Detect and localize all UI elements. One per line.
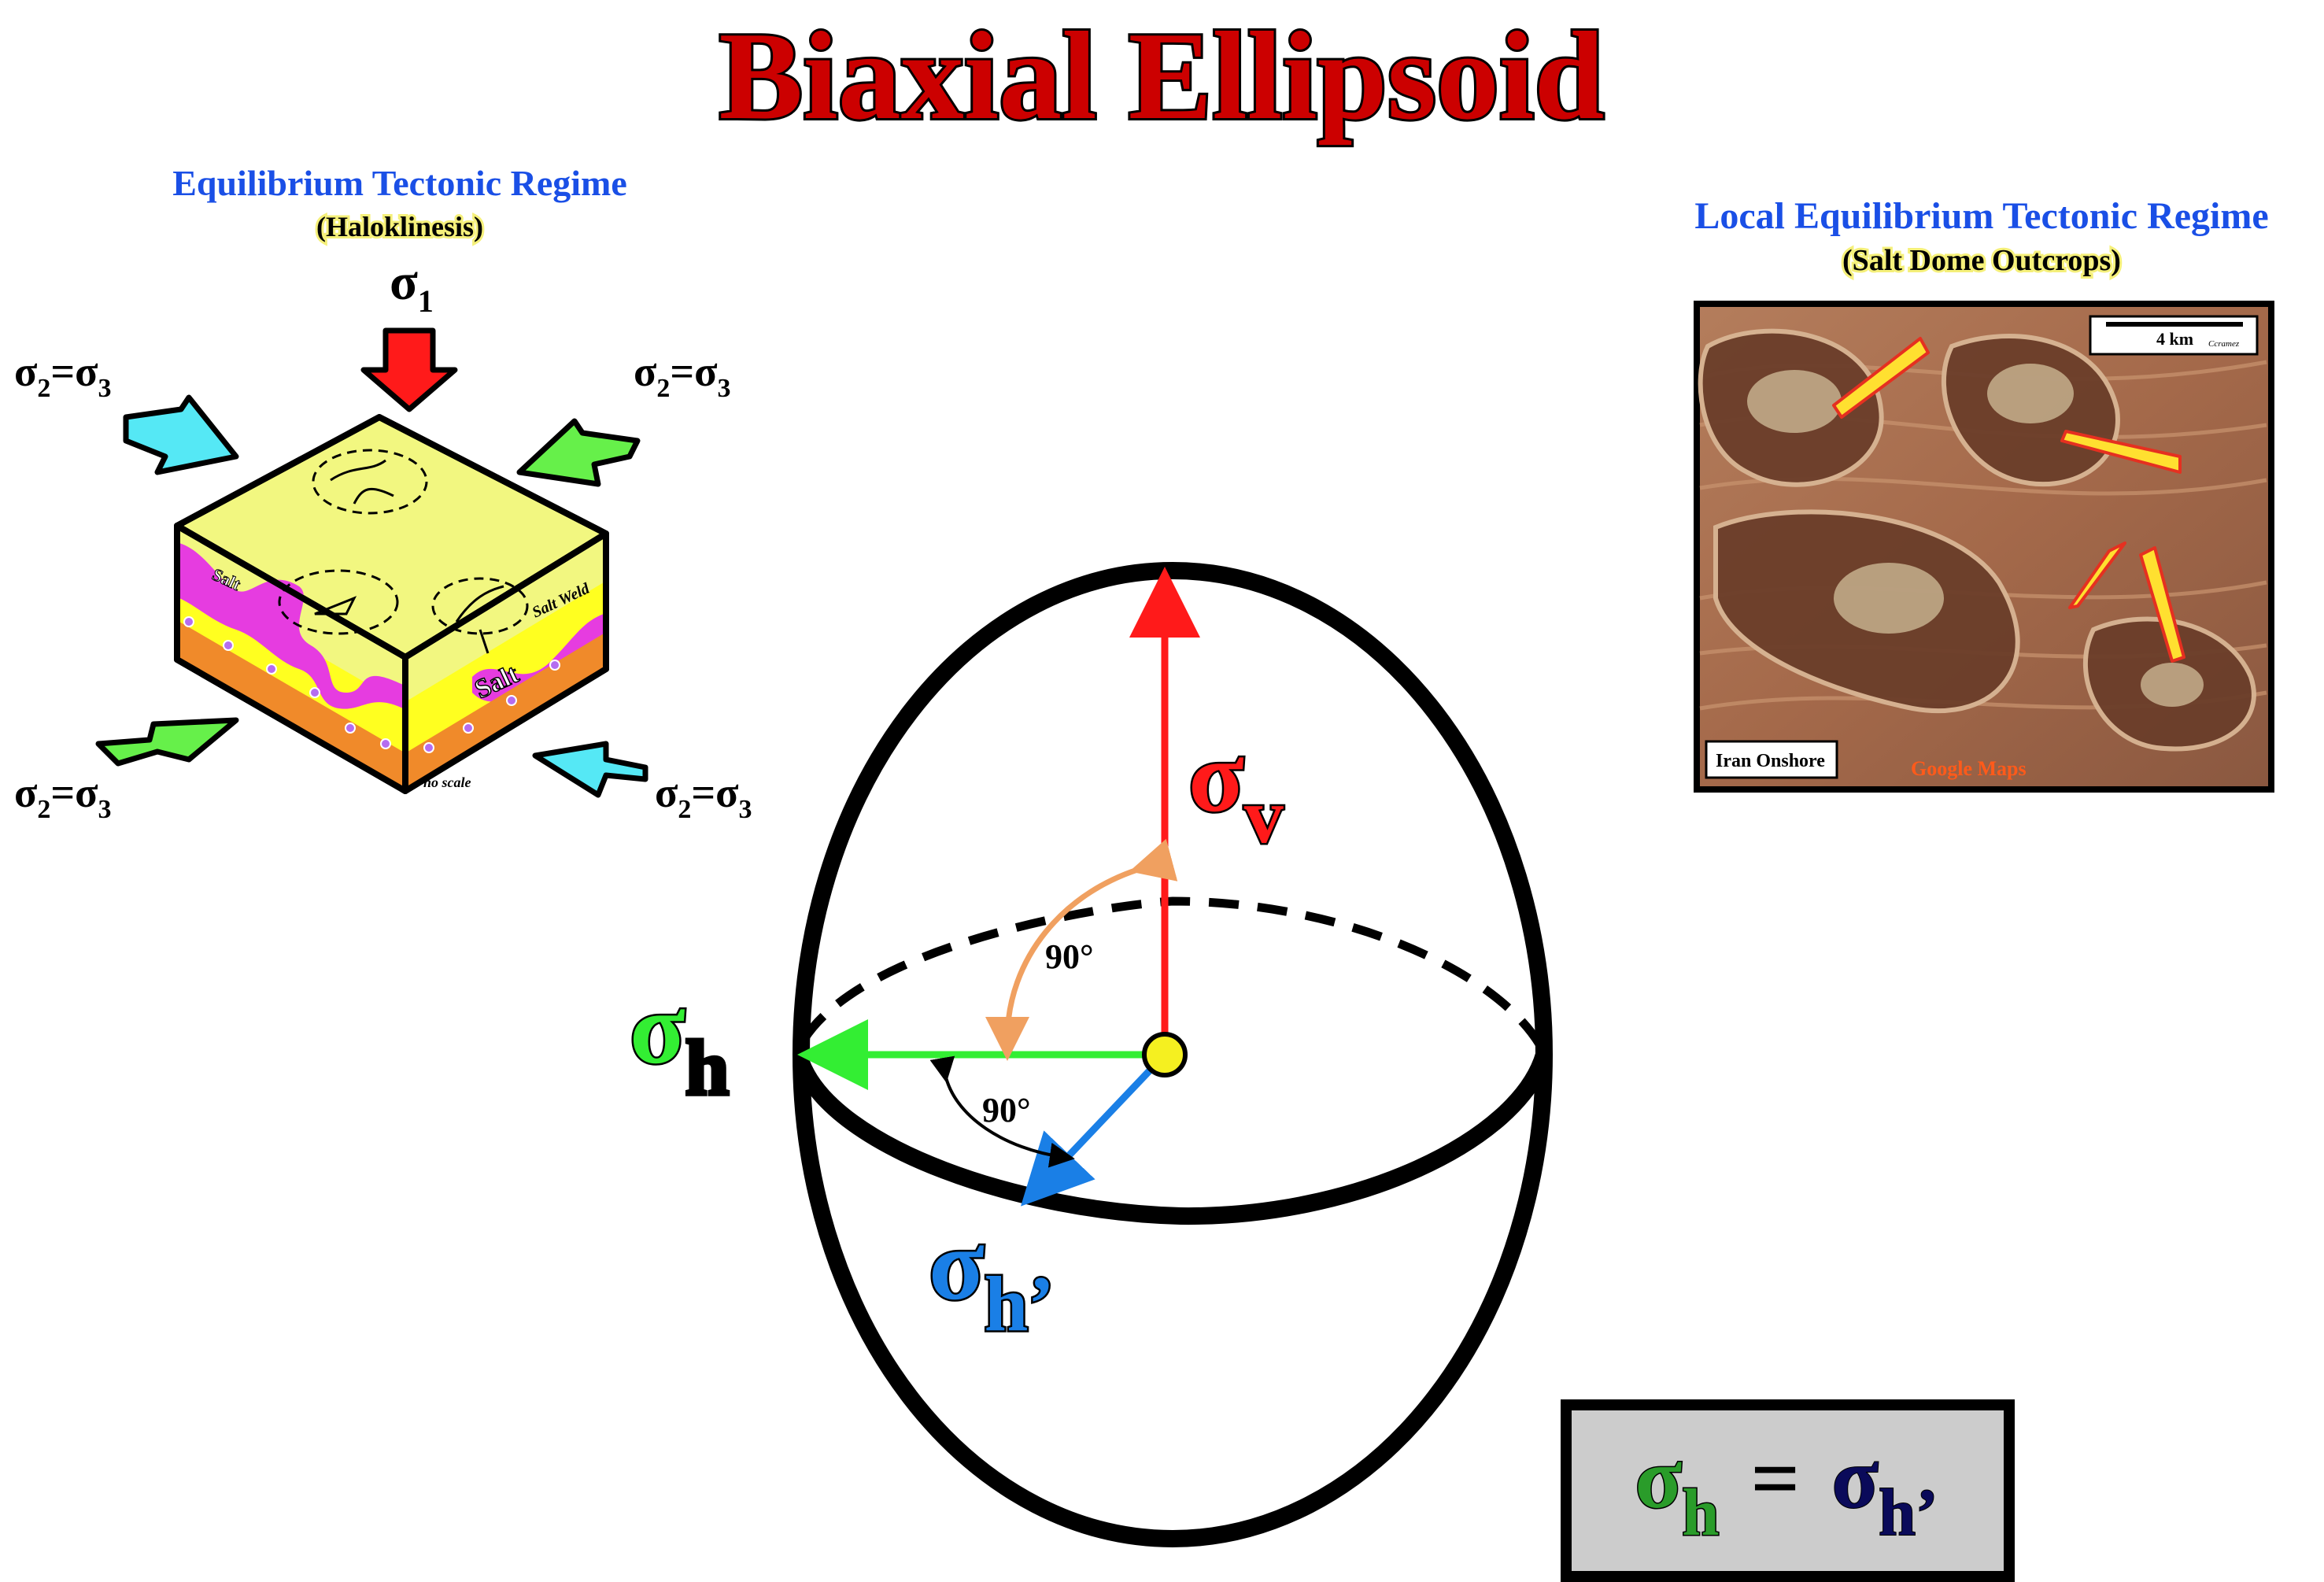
right-subheading: (Salt Dome Outcrops) <box>1842 244 2121 277</box>
sigma-h-prime-label: σh’ <box>929 1208 1055 1347</box>
cyan-arrow-bottom-right <box>532 741 648 798</box>
right-heading: Local Equilibrium Tectonic Regime <box>1694 195 2268 237</box>
lateral-label-bottom-left: σ2=σ3 <box>14 769 112 824</box>
sigma-v-label: σv <box>1188 720 1284 859</box>
map-location: Iran Onshore <box>1716 751 1825 771</box>
equation-text: σh=σh’ <box>1635 1430 1938 1550</box>
sigma1-label: σ1 <box>390 253 434 319</box>
page-title: Biaxial Ellipsoid <box>719 6 1605 146</box>
salt-label-2: Salt <box>471 659 524 704</box>
green-arrow-bottom-left <box>95 717 239 767</box>
biaxial-ellipsoid: 90° 90° σv σh σh’ <box>628 562 1553 1547</box>
no-scale-note: no scale <box>423 774 471 790</box>
equation-box: σh=σh’ <box>1561 1399 2015 1582</box>
left-panel: Equilibrium Tectonic Regime (Haloklinesi… <box>14 163 752 824</box>
lateral-label-bottom-right: σ2=σ3 <box>655 769 752 824</box>
lateral-label-top-right: σ2=σ3 <box>634 348 731 403</box>
angle-label-lower: 90° <box>982 1091 1031 1129</box>
cyan-arrow-top-left <box>123 394 239 475</box>
angle-label-upper: 90° <box>1045 937 1094 976</box>
right-panel: Local Equilibrium Tectonic Regime (Salt … <box>1694 195 2274 793</box>
left-heading: Equilibrium Tectonic Regime <box>172 163 627 203</box>
map-credit: Ccramez <box>2208 339 2240 349</box>
salt-block-diagram: Salt Salt Salt Weld no scale <box>174 414 609 794</box>
map-source: Google Maps <box>1911 757 2027 780</box>
lateral-label-top-left: σ2=σ3 <box>14 348 112 403</box>
satellite-map: 4 km Ccramez Iran Onshore Google Maps <box>1694 301 2274 793</box>
scale-bar-label: 4 km <box>2156 329 2193 349</box>
sigma1-arrow <box>360 327 458 412</box>
left-subheading: (Haloklinesis) <box>316 211 483 242</box>
green-arrow-top-right <box>516 418 641 487</box>
sigma-h-label: σh <box>630 972 729 1111</box>
